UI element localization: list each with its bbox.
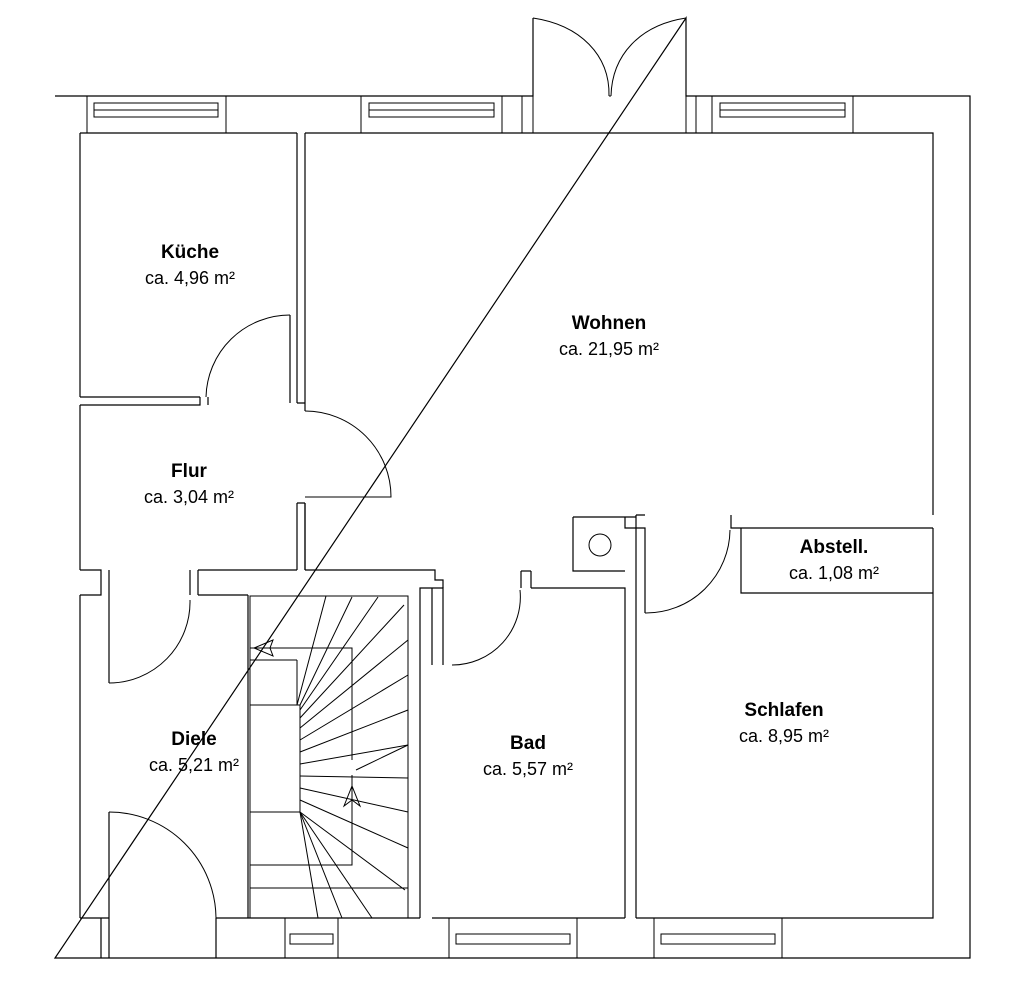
room-area: ca. 1,08 m² — [788, 562, 880, 583]
staircase — [249, 595, 409, 919]
room-name: Wohnen — [571, 313, 647, 334]
room-name: Bad — [510, 733, 546, 754]
room-name: Küche — [160, 242, 220, 263]
balcony-door — [532, 17, 687, 97]
room-name: Schlafen — [744, 700, 824, 721]
room-area: ca. 3,04 m² — [143, 486, 235, 507]
room-area: ca. 8,95 m² — [738, 725, 830, 746]
room-area: ca. 21,95 m² — [558, 338, 660, 359]
room-name: Flur — [171, 461, 207, 482]
room-label-flur: Flur ca. 3,04 m² — [144, 459, 234, 509]
room-label-bad: Bad ca. 5,57 m² — [483, 731, 573, 781]
chimney-icon — [588, 533, 612, 557]
room-label-wohnen: Wohnen ca. 21,95 m² — [559, 311, 659, 361]
room-label-schlafen: Schlafen ca. 8,95 m² — [739, 698, 829, 748]
room-name: Diele — [171, 729, 217, 750]
room-label-abstell: Abstell. ca. 1,08 m² — [789, 535, 879, 585]
room-label-diele: Diele ca. 5,21 m² — [149, 727, 239, 777]
room-area: ca. 5,21 m² — [148, 754, 240, 775]
interior-walls — [80, 133, 933, 918]
windows — [86, 95, 854, 959]
stair-direction-arrows — [252, 639, 362, 830]
room-name: Abstell. — [799, 537, 869, 558]
door-swings — [108, 314, 731, 919]
room-area: ca. 5,57 m² — [482, 758, 574, 779]
room-area: ca. 4,96 m² — [144, 267, 236, 288]
room-label-kueche: Küche ca. 4,96 m² — [145, 240, 235, 290]
